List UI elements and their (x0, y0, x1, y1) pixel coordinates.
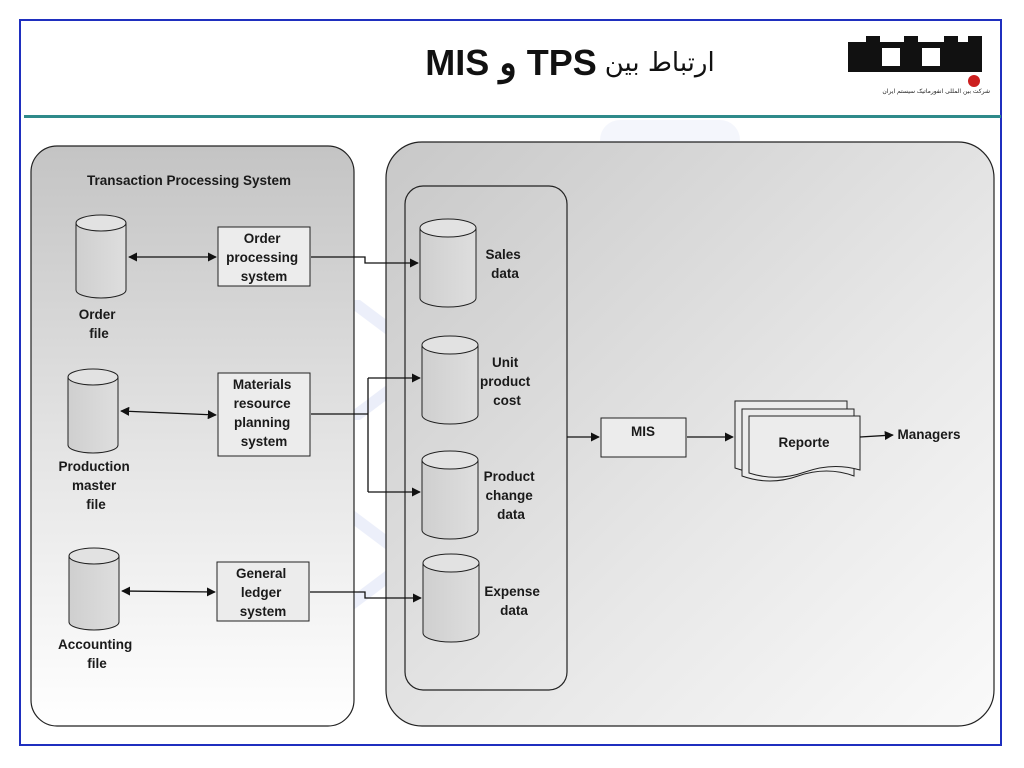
system-label-materials-planning: Materials resource planning system (233, 377, 295, 449)
file-label-line: Accounting (58, 637, 132, 652)
company-logo: شرکت بین المللی انفورماتیک سیستم ایران (846, 34, 990, 104)
data-label-line: data (497, 507, 525, 522)
file-label-line: file (86, 497, 106, 512)
system-label-line: ledger (241, 585, 282, 600)
data-store-group (404, 185, 568, 691)
system-label-line: system (240, 604, 287, 619)
system-label-line: Order (244, 231, 282, 246)
slide-title: MIS و TPS ارتباط بین (350, 38, 790, 88)
data-label-expense: Expense data (484, 584, 543, 618)
data-cylinder-unit-cost (421, 335, 479, 425)
system-box-materials-planning (217, 372, 311, 457)
mis-label: MIS (631, 424, 655, 439)
data-label-line: cost (493, 393, 521, 408)
data-label-line: Expense (484, 584, 540, 599)
header-divider (24, 115, 1001, 118)
file-label-order: Order file (79, 307, 120, 341)
system-label-line: General (236, 566, 286, 581)
file-label-production: Production master file (58, 459, 133, 512)
file-label-line: master (72, 478, 117, 493)
system-label-line: planning (234, 415, 290, 430)
data-cylinder-sales (419, 218, 477, 308)
logo-mark-icon (848, 36, 982, 87)
mis-panel (385, 141, 995, 727)
file-cylinder-order (75, 214, 127, 299)
arrow-report-to-managers (859, 430, 894, 441)
arrow-order-to-sales (311, 256, 419, 268)
system-label-line: processing (226, 250, 298, 265)
arrow-ledger-to-expense (310, 591, 422, 603)
data-label-line: product (480, 374, 531, 389)
system-label-line: Materials (233, 377, 292, 392)
system-box-order-processing (217, 226, 311, 287)
data-label-line: data (500, 603, 528, 618)
file-label-accounting: Accounting file (58, 637, 136, 671)
data-label-line: Product (484, 469, 536, 484)
managers-label: Managers (897, 427, 960, 442)
report-label: Reporte (778, 435, 829, 450)
data-label-line: data (491, 266, 519, 281)
file-label-line: Order (79, 307, 117, 322)
data-label-unit-cost: Unit product cost (480, 355, 534, 408)
arrow-accounting-file-system (121, 586, 216, 597)
system-label-general-ledger: General ledger system (236, 566, 290, 619)
file-label-line: Production (58, 459, 129, 474)
file-cylinder-accounting (68, 547, 120, 631)
title-persian: ارتباط بین (604, 48, 715, 78)
data-label-product-change: Product change data (484, 469, 539, 522)
data-cylinder-expense (422, 553, 480, 643)
data-cylinder-product-change (421, 450, 479, 540)
arrow-production-file-system (120, 406, 217, 420)
system-label-line: resource (234, 396, 292, 411)
logo-caption: شرکت بین المللی انفورماتیک سیستم ایران (882, 88, 990, 95)
mis-box (600, 417, 687, 458)
system-label-line: system (241, 434, 288, 449)
file-cylinder-production (67, 368, 119, 454)
report-document-icon (734, 400, 861, 482)
tps-panel-title: Transaction Processing System (87, 173, 291, 188)
file-label-line: file (89, 326, 109, 341)
file-label-line: file (87, 656, 107, 671)
data-label-sales: Sales data (485, 247, 524, 281)
system-label-order-processing: Order processing system (226, 231, 302, 284)
title-latin: MIS و TPS (425, 42, 597, 83)
data-label-line: Sales (485, 247, 520, 262)
data-label-line: change (485, 488, 533, 503)
system-box-general-ledger (216, 561, 310, 622)
system-label-line: system (241, 269, 288, 284)
data-label-line: Unit (492, 355, 519, 370)
